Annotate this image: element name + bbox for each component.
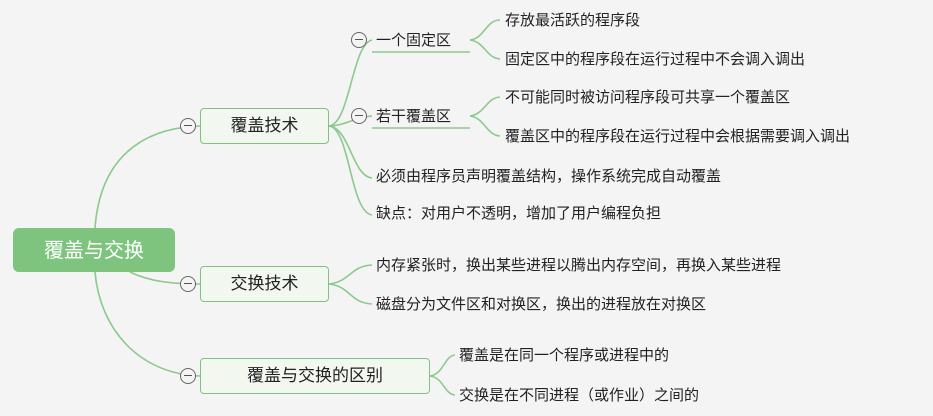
edge-fixed-1 [469, 19, 501, 41]
overlay-collapse-icon[interactable] [180, 118, 196, 134]
edge-swap-1 [328, 264, 373, 285]
leaf-fixed-2[interactable]: 固定区中的程序段在运行过程中不会调入调出 [505, 50, 806, 68]
leaf-overlay-note-1[interactable]: 必须由程序员声明覆盖结构，操作系统完成自动覆盖 [376, 167, 722, 185]
several-collapse-icon[interactable] [351, 108, 367, 124]
edge-root-overlay [94, 125, 201, 229]
edge-swap-2 [328, 283, 373, 305]
edge-diff-1 [429, 354, 456, 377]
leaf-overlay-note-2[interactable]: 缺点：对用户不透明，增加了用户编程负担 [376, 204, 662, 222]
edge-overlay-note1 [328, 125, 373, 179]
edge-overlay-note2 [328, 125, 373, 216]
edge-overlay-several [328, 115, 373, 127]
fixed-collapse-icon[interactable] [351, 32, 367, 48]
edge-diff-2 [429, 375, 456, 396]
edge-overlay-fixed [328, 39, 373, 127]
topic-swap[interactable]: 交换技术 [200, 266, 329, 302]
edge-several-1 [469, 96, 501, 117]
leaf-several-1[interactable]: 不可能同时被访问程序段可共享一个覆盖区 [505, 88, 791, 106]
swap-collapse-icon[interactable] [180, 276, 196, 292]
subtopic-fixed[interactable]: 一个固定区 [376, 31, 452, 49]
diff-collapse-icon[interactable] [180, 368, 196, 384]
root-topic[interactable]: 覆盖与交换 [13, 228, 175, 272]
topic-diff[interactable]: 覆盖与交换的区别 [200, 358, 430, 394]
leaf-swap-1[interactable]: 内存紧张时，换出某些进程以腾出内存空间，再换入某些进程 [376, 256, 782, 274]
topic-overlay[interactable]: 覆盖技术 [200, 108, 329, 144]
edge-fixed-2 [469, 39, 501, 60]
leaf-fixed-1[interactable]: 存放最活跃的程序段 [505, 11, 641, 29]
edge-several-2 [469, 115, 501, 137]
leaf-diff-2[interactable]: 交换是在不同进程（或作业）之间的 [459, 386, 700, 404]
leaf-several-2[interactable]: 覆盖区中的程序段在运行过程中会根据需要调入调出 [505, 127, 851, 145]
edge-root-diff [94, 271, 201, 377]
subtopic-several[interactable]: 若干覆盖区 [376, 107, 452, 125]
leaf-swap-2[interactable]: 磁盘分为文件区和对换区，换出的进程放在对换区 [376, 295, 707, 313]
leaf-diff-1[interactable]: 覆盖是在同一个程序或进程中的 [459, 346, 670, 364]
